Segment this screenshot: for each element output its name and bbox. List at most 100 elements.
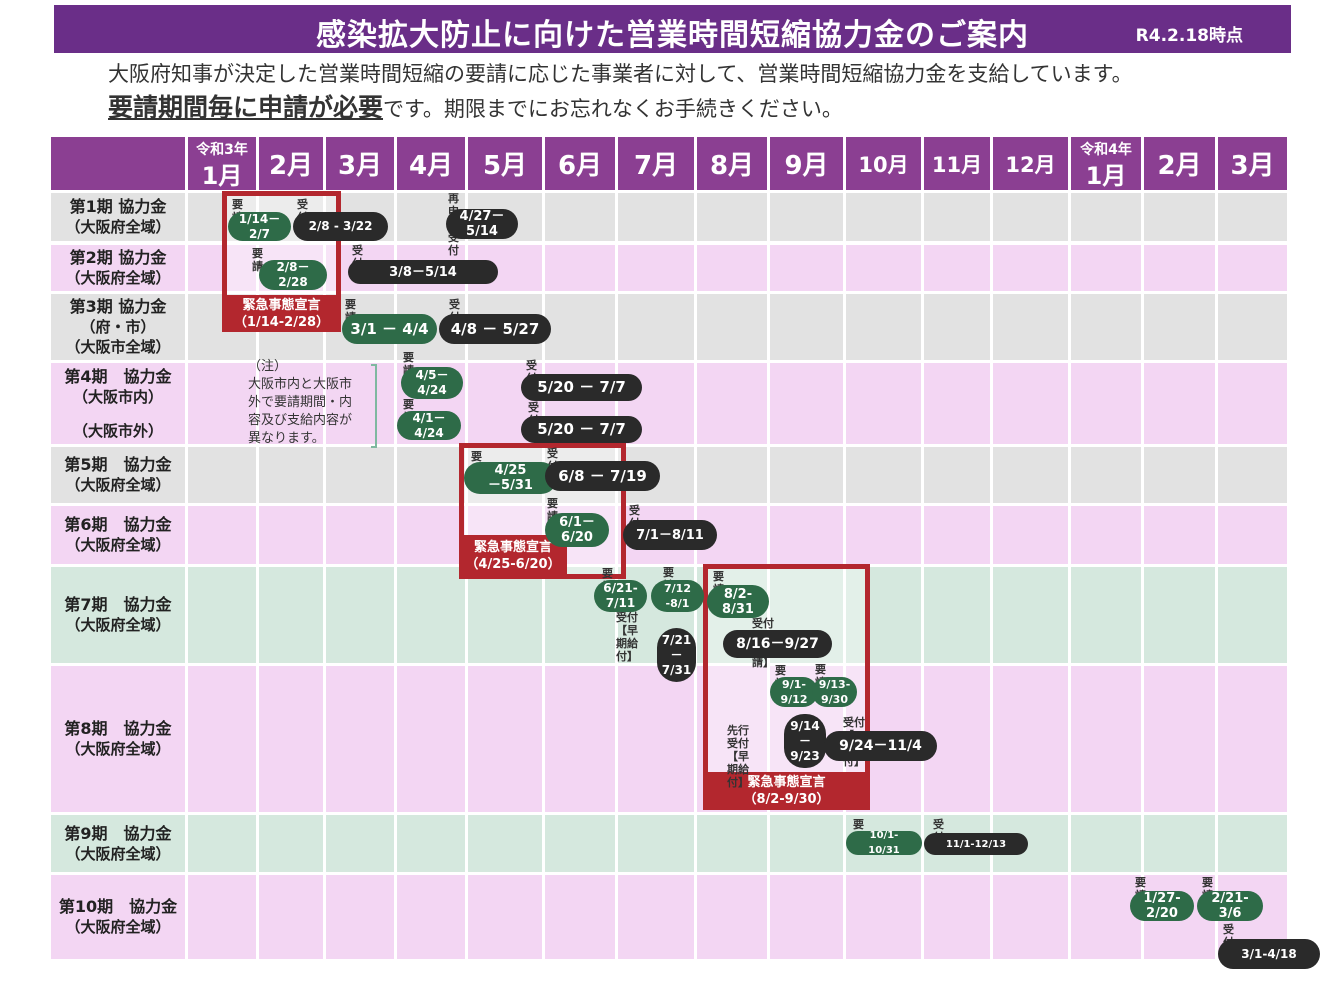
request-period-pill: 4/25 －5/31 (464, 462, 557, 494)
month-label: 1月 (201, 162, 243, 190)
acceptance-period-pill: 5/20 － 7/7 (521, 416, 642, 443)
grid-cell (618, 193, 694, 241)
month-label: 2月 (1157, 151, 1202, 181)
acceptance-period-pill: 5/20 － 7/7 (521, 374, 642, 401)
row-label-period: 第8期 協力金 (64, 719, 172, 738)
grid-cell (924, 447, 990, 503)
grid-cell (1144, 506, 1215, 564)
month-header: 令和3年 1月 (188, 137, 256, 190)
row-label-area: （大阪府全域） (65, 218, 171, 236)
grid-cell (924, 363, 990, 444)
grid-cell (846, 506, 921, 564)
grid-cell (1144, 245, 1215, 291)
grid-cell (1144, 447, 1215, 503)
intro-line-1: 大阪府知事が決定した営業時間短縮の要請に応じた事業者に対して、営業時間短縮協力金… (108, 62, 1133, 86)
grid-cell (397, 506, 465, 564)
month-header: 6月 (545, 137, 615, 190)
grid-cell (188, 447, 256, 503)
emergency-declaration-caption: 緊急事態宣言 （1/14-2/28） (222, 295, 341, 332)
grid-cell (697, 875, 767, 959)
grid-cell (924, 875, 990, 959)
month-label: 4月 (408, 151, 454, 181)
acceptance-period-pill: 9/14 － 9/23 (784, 714, 826, 768)
grid-cell (259, 363, 323, 444)
grid-cell (993, 447, 1068, 503)
grid-cell (397, 447, 465, 503)
grid-cell (468, 875, 542, 959)
month-era: 令和3年 (196, 142, 248, 158)
row-label: 第8期 協力金（大阪府全域） (51, 666, 185, 812)
row-label: 第6期 協力金（大阪府全域） (51, 506, 185, 564)
grid-cell (545, 193, 615, 241)
emergency-declaration-caption: 緊急事態宣言 （4/25-6/20） (459, 535, 567, 577)
row-label: 第3期 協力金（府・市）（大阪市全域） (51, 294, 185, 360)
acceptance-period-pill: 11/1-12/13 (924, 833, 1028, 855)
grid-cell (846, 447, 921, 503)
row-label: 第10期 協力金（大阪府全域） (51, 875, 185, 959)
grid-cell (924, 294, 990, 360)
grid-cell (468, 567, 542, 663)
row-label-area: （府・市） (80, 318, 156, 336)
schedule-label: 要請 (252, 247, 263, 273)
row-label: 第5期 協力金（大阪府全域） (51, 447, 185, 503)
row-label-period: 第6期 協力金 (64, 515, 172, 534)
emergency-declaration-caption: 緊急事態宣言 （8/2-9/30） (703, 772, 870, 810)
grid-cell (188, 666, 256, 812)
schedule-label: 先行受付 【早期給付】 (727, 724, 749, 789)
row-label: 第2期 協力金（大阪府全域） (51, 245, 185, 291)
grid-cell (1144, 294, 1215, 360)
month-label: 2月 (268, 151, 314, 181)
month-label: 10月 (858, 152, 909, 177)
grid-cell (770, 506, 843, 564)
grid-cell (468, 815, 542, 872)
grid-cell (1218, 193, 1287, 241)
grid-cell (697, 447, 767, 503)
row-label-period: 第4期 協力金 (64, 366, 172, 386)
grid-cell (924, 245, 990, 291)
grid-cell (697, 193, 767, 241)
request-period-pill: 9/13- 9/30 (812, 677, 857, 707)
grid-cell (326, 363, 394, 444)
grid-cell (924, 193, 990, 241)
grid-cell (259, 447, 323, 503)
month-header: 4月 (397, 137, 465, 190)
grid-cell (618, 245, 694, 291)
grid-cell (993, 363, 1068, 444)
grid-cell (846, 193, 921, 241)
grid-cell (397, 567, 465, 663)
grid-cell (846, 294, 921, 360)
grid-cell (1218, 294, 1287, 360)
grid-cell (770, 875, 843, 959)
acceptance-period-pill: 7/21 － 7/31 (657, 628, 696, 682)
row-label-area-2: （大阪市全域） (65, 338, 171, 356)
grid-cell (1071, 506, 1141, 564)
month-header: 8月 (697, 137, 767, 190)
grid-cell (326, 567, 394, 663)
as-of-date: R4.2.18時点 (1135, 26, 1243, 46)
grid-cell (1144, 193, 1215, 241)
row-label-area-2: （大阪市外） (72, 421, 163, 440)
grid-cell (1144, 363, 1215, 444)
month-label: 3月 (337, 151, 383, 181)
acceptance-period-pill: 4/8 － 5/27 (439, 314, 551, 344)
grid-cell (993, 193, 1068, 241)
acceptance-period-pill: 3/8－5/14 (348, 260, 498, 284)
row-label-period: 第9期 協力金 (64, 823, 172, 843)
month-header: 11月 (924, 137, 990, 190)
grid-cell (697, 363, 767, 444)
request-period-pill: 4/1－ 4/24 (397, 411, 461, 440)
row-label-area: （大阪府全域） (65, 616, 171, 634)
acceptance-period-pill: 2/8 - 3/22 (293, 212, 388, 241)
grid-cell (1218, 506, 1287, 564)
grid-cell (397, 666, 465, 812)
grid-cell (618, 815, 694, 872)
grid-cell (618, 666, 694, 812)
row-label-area: （大阪府全域） (65, 844, 171, 863)
grid-cell (993, 875, 1068, 959)
month-header: 5月 (468, 137, 542, 190)
request-period-pill: 1/14－ 2/7 (228, 212, 291, 241)
grid-cell (846, 245, 921, 291)
intro-line-2: 要請期間毎に申請が必要です。期限までにお忘れなくお手続きください。 (108, 88, 843, 124)
grid-cell (326, 666, 394, 812)
